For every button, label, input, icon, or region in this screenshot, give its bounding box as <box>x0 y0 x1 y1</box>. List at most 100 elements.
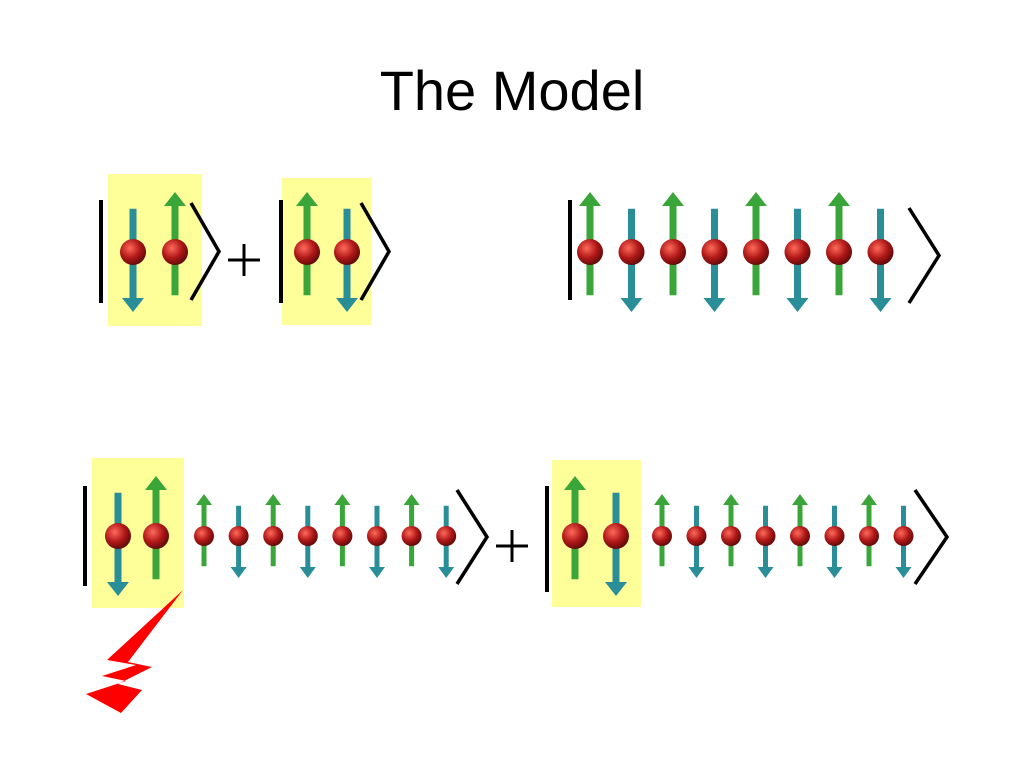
spin-site-ball <box>562 523 588 549</box>
spin-site-ball <box>652 526 672 546</box>
spin-site-ball <box>228 526 249 546</box>
spin-arrow-head <box>826 567 843 578</box>
spin-arrow-head <box>654 494 670 505</box>
spin-up <box>401 494 422 567</box>
spin-site-ball <box>721 526 741 546</box>
spin-site-ball <box>263 526 284 546</box>
spin-arrow-head <box>745 192 767 206</box>
spin-down <box>297 505 318 578</box>
spin-arrow-head <box>334 494 351 505</box>
spin-up <box>859 494 879 567</box>
spin-down <box>893 505 914 578</box>
spin-down <box>367 505 387 578</box>
spin-arrow-head <box>564 476 586 490</box>
spin-site-ball <box>790 526 810 546</box>
spin-site-ball <box>367 526 387 546</box>
spin-down <box>686 505 707 578</box>
ket-right-angle <box>189 202 222 301</box>
lightning-bolt-icon <box>86 590 183 713</box>
spin-site-ball <box>143 523 169 549</box>
spin-site-ball <box>660 239 686 265</box>
spin-arrow-head <box>605 582 627 596</box>
spin-arrow-head <box>579 192 601 206</box>
spin-site-ball <box>859 526 879 546</box>
spin-site-ball <box>701 239 728 265</box>
spin-arrow-head <box>861 494 877 505</box>
spin-arrow-head <box>869 298 892 312</box>
spin-site-ball <box>893 526 914 546</box>
spin-arrow-head <box>792 494 808 505</box>
ket-right-angle <box>907 207 942 304</box>
spin-arrow-head <box>145 476 167 490</box>
spin-site-ball <box>297 526 318 546</box>
spin-site-ball <box>867 239 894 265</box>
spin-up <box>660 192 686 296</box>
spin-site-ball <box>120 239 146 265</box>
spin-up <box>652 494 672 567</box>
spin-down <box>701 208 728 312</box>
spin-down <box>755 505 776 578</box>
spin-arrow-head <box>403 494 420 505</box>
spin-site-ball <box>334 239 360 265</box>
spin-arrow-head <box>164 192 186 206</box>
spin-arrow-head <box>369 567 385 578</box>
spin-down <box>603 492 629 596</box>
spin-arrow-head <box>828 192 850 206</box>
spin-arrow-head <box>122 298 144 312</box>
spin-up <box>826 192 852 296</box>
spin-site-ball <box>826 239 852 265</box>
spin-arrow-head <box>723 494 739 505</box>
spin-arrow-head <box>107 582 129 596</box>
spin-down <box>436 505 457 578</box>
spin-down <box>228 505 249 578</box>
spin-up <box>294 192 320 296</box>
spin-arrow-head <box>299 567 316 578</box>
spin-site-ball <box>294 239 320 265</box>
spin-up <box>790 494 810 567</box>
spin-arrow-head <box>230 567 247 578</box>
spin-site-ball <box>401 526 422 546</box>
spin-site-ball <box>755 526 776 546</box>
spin-up <box>332 494 353 567</box>
spin-site-ball <box>686 526 707 546</box>
spin-down <box>618 208 645 312</box>
spin-down <box>334 208 360 312</box>
spin-site-ball <box>618 239 645 265</box>
spin-arrow-head <box>620 298 643 312</box>
spin-down <box>120 208 146 312</box>
spin-arrow-head <box>895 567 912 578</box>
spin-arrow-head <box>438 567 455 578</box>
spin-down <box>105 492 131 596</box>
spin-site-ball <box>743 239 769 265</box>
spin-site-ball <box>603 523 629 549</box>
spin-arrow-head <box>296 192 318 206</box>
spin-arrow-head <box>662 192 684 206</box>
spin-arrow-head <box>757 567 774 578</box>
spin-down <box>867 208 894 312</box>
spin-arrow-head <box>703 298 726 312</box>
spin-down <box>824 505 845 578</box>
spin-up <box>263 494 284 567</box>
ket-right-angle <box>455 489 490 585</box>
spin-up <box>143 476 169 580</box>
spin-up <box>194 494 214 567</box>
spin-up <box>743 192 769 296</box>
spin-arrow-head <box>786 298 809 312</box>
spin-arrow-head <box>265 494 282 505</box>
spin-site-ball <box>162 239 188 265</box>
ket-right-angle <box>359 202 392 301</box>
spin-site-ball <box>577 239 603 265</box>
spin-arrow-head <box>336 298 358 312</box>
spin-arrow-head <box>688 567 705 578</box>
slide-title: The Model <box>379 59 645 122</box>
spin-down <box>784 208 811 312</box>
spin-site-ball <box>332 526 353 546</box>
spin-up <box>577 192 603 296</box>
spin-site-ball <box>105 523 131 549</box>
spin-site-ball <box>824 526 845 546</box>
spin-site-ball <box>436 526 457 546</box>
spin-up <box>721 494 741 567</box>
spin-up <box>162 192 188 296</box>
spin-up <box>562 476 588 580</box>
